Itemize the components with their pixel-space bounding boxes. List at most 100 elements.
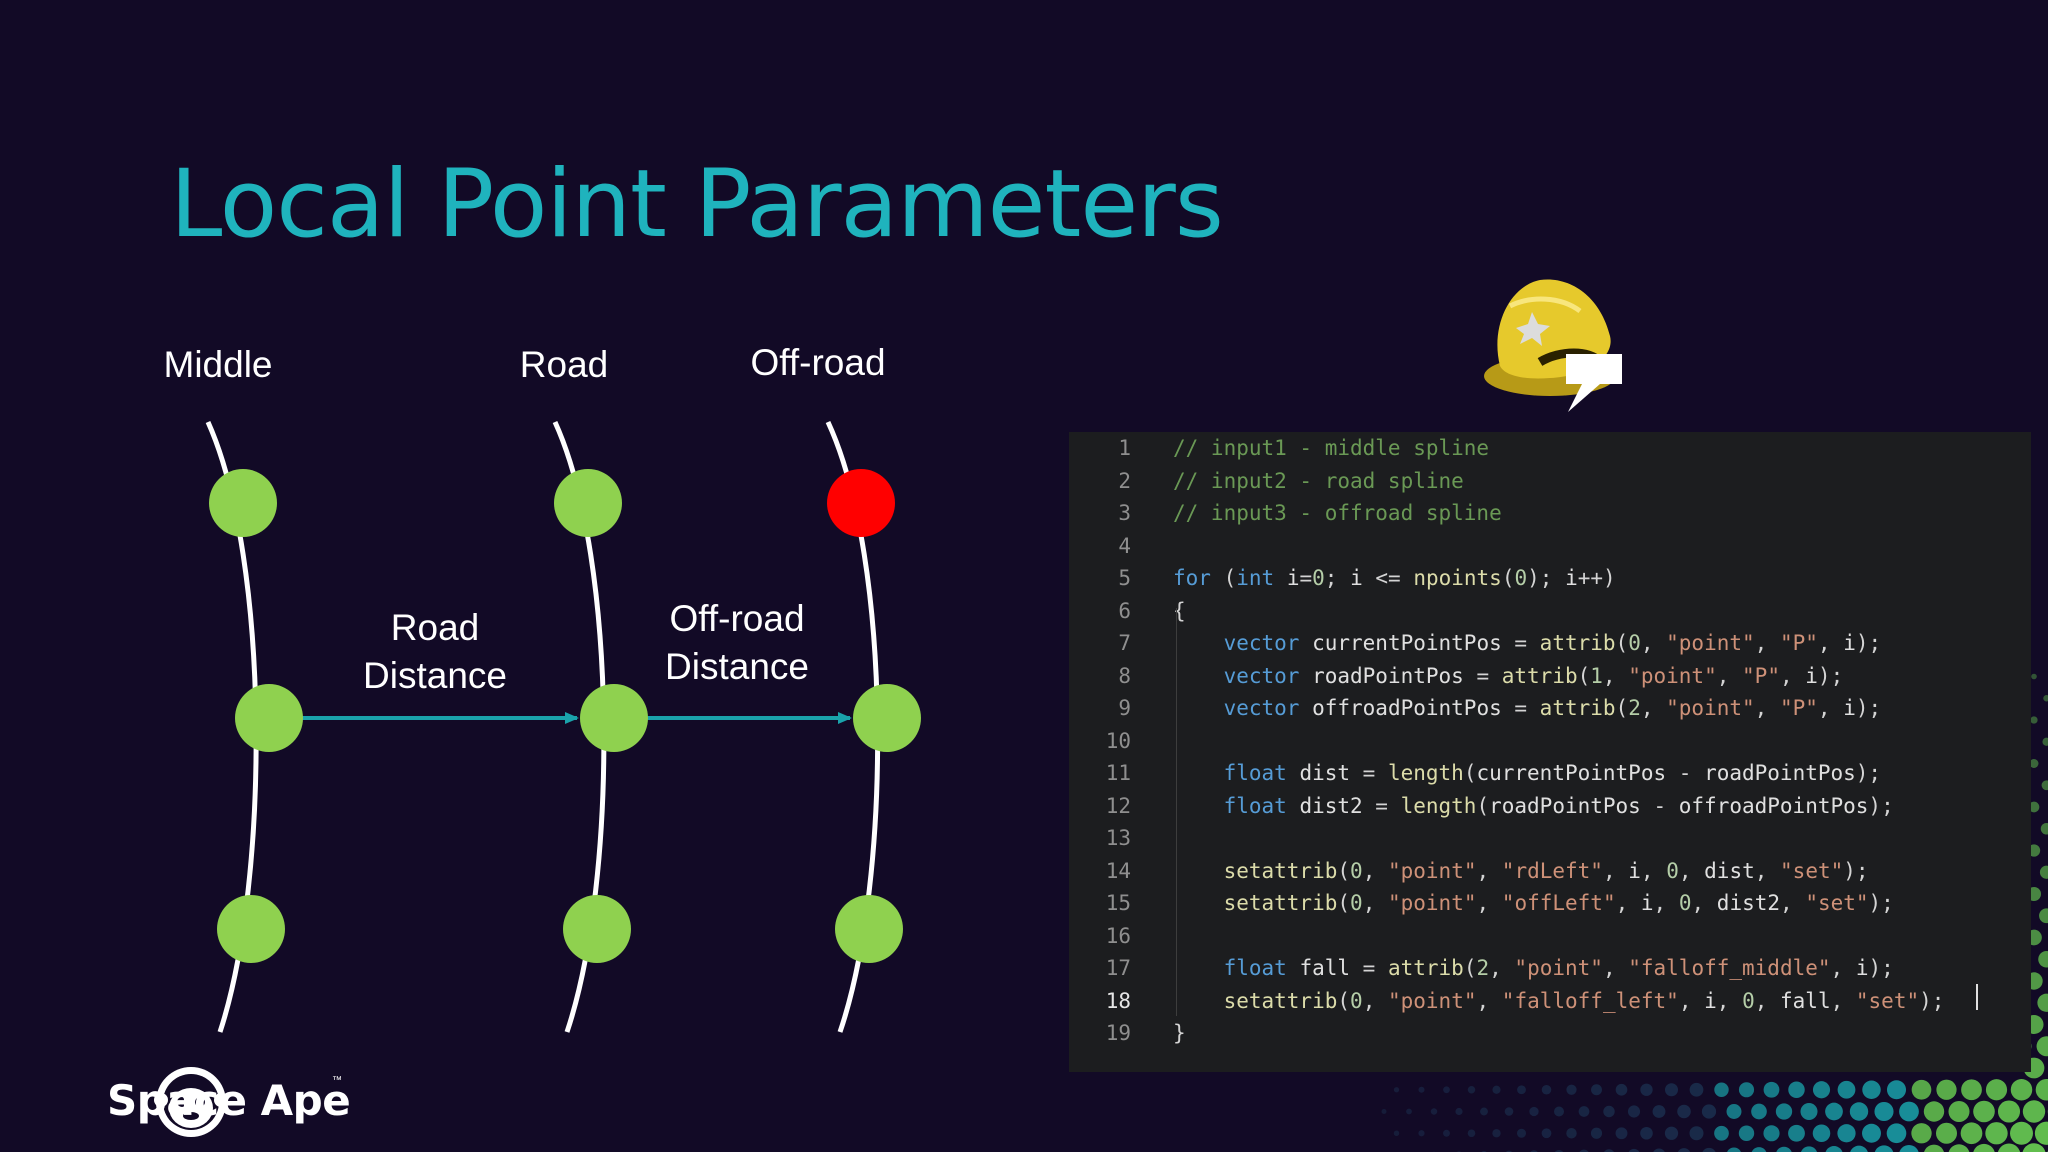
- code-token: length: [1387, 761, 1464, 785]
- decorative-dot: [1924, 1144, 1944, 1152]
- code-token: (: [1463, 956, 1477, 980]
- offroad-point-center: [853, 684, 921, 752]
- code-token: ,: [1362, 891, 1388, 915]
- code-text: setattrib(0, "point", "falloff_left", i,…: [1173, 985, 1945, 1017]
- code-text: vector roadPointPos = attrib(1, "point",…: [1173, 660, 1844, 692]
- code-token: ,: [1602, 956, 1629, 980]
- decorative-dot: [1874, 1145, 1894, 1152]
- code-token: =: [1350, 956, 1388, 980]
- decorative-dot: [2041, 780, 2048, 791]
- code-token: -: [1640, 793, 1679, 818]
- line-number: 5: [1118, 566, 1131, 590]
- code-token: int: [1236, 566, 1275, 590]
- code-token: setattrib: [1223, 858, 1338, 883]
- decorative-dot: [1516, 1128, 1527, 1138]
- decorative-dot: [2043, 695, 2048, 702]
- code-token: (: [1476, 793, 1490, 818]
- code-token: (: [1501, 566, 1515, 590]
- decorative-dot: [1899, 1144, 1919, 1152]
- code-token: (: [1463, 761, 1477, 785]
- decorative-dot: [1566, 1084, 1577, 1095]
- decorative-dot: [1467, 1129, 1476, 1138]
- logo-text: Space Ape: [107, 1076, 351, 1125]
- code-token: 2: [1476, 956, 1490, 980]
- decorative-dot: [1837, 1124, 1856, 1143]
- decorative-dot: [1418, 1086, 1425, 1093]
- code-token: "point": [1387, 858, 1477, 883]
- code-token: ,: [1754, 858, 1781, 883]
- road-distance-label-line1: Road: [391, 607, 479, 648]
- code-token: ,: [1476, 988, 1502, 1013]
- code-token: );: [1868, 956, 1894, 980]
- code-token: ,: [1640, 858, 1667, 883]
- code-token: i: [1843, 631, 1856, 655]
- code-token: ,: [1615, 891, 1641, 915]
- decorative-dot-pattern: [1381, 673, 2048, 1152]
- decorative-dot: [1726, 1104, 1742, 1119]
- code-line: 7 vector currentPointPos = attrib(0, "po…: [1069, 627, 2031, 659]
- decorative-dot: [1788, 1081, 1805, 1098]
- code-line: 6{: [1069, 595, 2031, 627]
- code-text: float dist2 = length(roadPointPos - offr…: [1173, 790, 1894, 822]
- decorative-dot: [2040, 823, 2048, 835]
- code-token: =: [1350, 761, 1388, 785]
- decorative-dot: [1948, 1100, 1970, 1123]
- code-token: 0: [1628, 631, 1641, 655]
- decorative-dot: [1935, 1122, 1958, 1144]
- code-token: float: [1223, 793, 1287, 818]
- code-token: fall: [1286, 956, 1351, 980]
- code-token: dist: [1286, 761, 1351, 785]
- code-line: 17 float fall = attrib(2, "point", "fall…: [1069, 952, 2031, 984]
- code-token: attrib: [1539, 631, 1616, 655]
- decorative-dot: [1886, 1123, 1907, 1144]
- line-number: 7: [1118, 631, 1131, 655]
- code-token: 0: [1350, 891, 1363, 915]
- decorative-dot: [1751, 1147, 1767, 1152]
- decorative-dot: [2038, 950, 2048, 968]
- code-token: );: [1855, 631, 1882, 655]
- line-number: 16: [1105, 923, 1131, 948]
- code-line: 14 setattrib(0, "point", "rdLeft", i, 0,…: [1069, 855, 2031, 887]
- line-number: 10: [1105, 728, 1131, 753]
- decorative-dot: [1640, 1083, 1653, 1096]
- line-number: 8: [1118, 663, 1131, 688]
- line-number: 18: [1105, 988, 1131, 1013]
- code-token: 0: [1678, 891, 1692, 915]
- road-distance-label-line2: Distance: [363, 655, 507, 696]
- decorative-dot: [1714, 1125, 1729, 1141]
- decorative-dot: [2031, 673, 2037, 680]
- code-token: }: [1173, 1021, 1186, 1045]
- decorative-dot: [1677, 1148, 1691, 1152]
- decorative-dot: [1751, 1103, 1767, 1120]
- code-token: (: [1210, 566, 1237, 590]
- code-token: "set": [1855, 988, 1920, 1013]
- code-token: ,: [1489, 956, 1515, 980]
- decorative-dot: [1973, 1100, 1995, 1123]
- code-token: ,: [1817, 696, 1844, 720]
- code-token: ,: [1602, 663, 1629, 688]
- decorative-dot: [1443, 1129, 1450, 1137]
- code-token: // input2 - road spline: [1173, 468, 1464, 493]
- line-number: 11: [1105, 761, 1131, 785]
- code-line: 19}: [1069, 1017, 2031, 1049]
- logo-trademark: ™: [332, 1075, 342, 1086]
- code-text: {: [1173, 595, 1186, 627]
- code-token: [1173, 794, 1224, 818]
- decorative-dot: [1763, 1125, 1780, 1142]
- decorative-dot: [1578, 1106, 1590, 1117]
- code-text: vector currentPointPos = attrib(0, "poin…: [1173, 627, 1882, 659]
- decorative-dot: [1800, 1146, 1818, 1152]
- code-token: =: [1299, 566, 1313, 590]
- column-label-middle: Middle: [164, 344, 273, 385]
- decorative-dot: [2010, 1079, 2033, 1101]
- indent-guide: [1176, 608, 1177, 1016]
- code-token: );: [1527, 566, 1566, 590]
- decorative-dot: [1849, 1102, 1869, 1121]
- decorative-dot: [1393, 1087, 1400, 1093]
- code-token: roadPointPos: [1489, 793, 1641, 818]
- line-number: 12: [1105, 793, 1131, 818]
- decorative-dot: [1615, 1127, 1628, 1140]
- code-token: [1173, 989, 1224, 1013]
- decorative-dot: [2042, 737, 2048, 746]
- code-text: setattrib(0, "point", "rdLeft", i, 0, di…: [1173, 855, 1869, 887]
